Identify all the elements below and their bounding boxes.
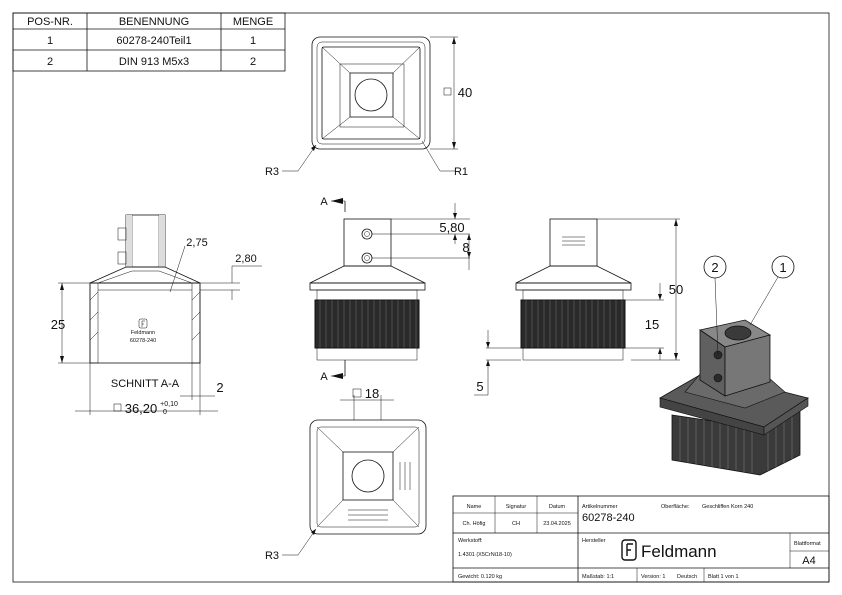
title-block: Name Signatur Datum Ch. Höfig CH 23.04.2…: [452, 495, 830, 583]
isometric-view: 2 1: [658, 255, 809, 476]
section-label: SCHNITT A-A: [111, 378, 180, 390]
dim-height-50: 50: [669, 282, 683, 297]
tb-date-label: Datum: [549, 504, 566, 510]
front-view: A A: [309, 196, 471, 383]
tb-brand: Feldmann: [641, 542, 717, 561]
tb-author: Ch. Höfig: [463, 521, 486, 527]
bom-row-1-pos: 1: [47, 35, 53, 47]
tb-signature-label: Signatur: [506, 504, 527, 510]
tb-surface-value: Geschliffen Korn 240: [702, 504, 753, 510]
tb-surface-label: Oberfläche:: [661, 504, 690, 510]
feldmann-mark-icon: [138, 318, 148, 329]
part-marking-number: 60278-240: [130, 338, 156, 344]
bom-header-qty: MENGE: [233, 16, 273, 28]
bom-row-2-pos: 2: [47, 56, 53, 68]
tb-version: Version: 1: [641, 574, 665, 580]
dim-hole-8: 8: [462, 240, 469, 255]
feldmann-logo-icon: [621, 539, 637, 561]
tb-signature: CH: [512, 521, 520, 527]
bom-row-2-name: DIN 913 M5x3: [119, 56, 189, 68]
tb-article-label: Artikelnummer: [582, 504, 618, 510]
section-view-a-a: Feldmann 60278-240 2,75 2,80 25 SCHNITT …: [51, 214, 262, 416]
bom-row-1-qty: 1: [250, 35, 256, 47]
tb-weight: Gewicht: 0.120 kg: [458, 574, 502, 580]
tb-sheet-format-label: Blattformat: [794, 541, 821, 547]
drawing-frame: [12, 12, 830, 583]
dim-hole-5-80: 5,80: [439, 220, 464, 235]
tb-material-label: Werkstoff:: [458, 538, 483, 544]
tb-name-label: Name: [467, 504, 482, 510]
balloon-2: 2: [711, 260, 718, 275]
dim-wall-2-75: 2,75: [186, 237, 207, 249]
tb-language: Deutsch: [677, 574, 697, 580]
dim-offset-2-80: 2,80: [235, 253, 256, 265]
dim-wall-2: 2: [216, 380, 223, 395]
dim-height-25: 25: [51, 317, 65, 332]
dim-radius-r1: R1: [454, 166, 468, 178]
bom-row-2-qty: 2: [250, 56, 256, 68]
bom-header-name: BENENNUNG: [119, 16, 189, 28]
tb-material-value: 1.4301 (X5CrNi18-10): [458, 552, 512, 558]
dim-height-15: 15: [645, 317, 659, 332]
dim-outer-36-20: 36,20: [125, 401, 158, 416]
bottom-view: 18 R3: [265, 386, 427, 562]
dim-square-18: 18: [365, 386, 379, 401]
tb-scale: Maßstab: 1:1: [582, 574, 614, 580]
balloon-1: 1: [779, 260, 786, 275]
side-view: 50 15 5: [474, 218, 683, 396]
dim-tolerance-upper: +0,10: [160, 401, 178, 408]
part-marking-brand: Feldmann: [131, 330, 155, 336]
dim-radius-r3-bottom: R3: [265, 550, 279, 562]
dim-height-5: 5: [476, 379, 483, 394]
cut-marker-a-bottom: A: [320, 371, 328, 383]
cut-marker-a-top: A: [320, 196, 328, 208]
rubber-ribs: [319, 300, 417, 348]
tb-manufacturer-label: Hersteller: [582, 538, 606, 544]
tb-sheet: Blatt 1 von 1: [708, 574, 739, 580]
dim-square-40: 40: [458, 85, 472, 100]
parts-list-table: POS-NR. BENENNUNG MENGE 1 60278-240Teil1…: [12, 12, 286, 72]
tb-date: 23.04.2025: [543, 521, 571, 527]
bom-row-1-name: 60278-240Teil1: [116, 35, 191, 47]
dim-radius-r3-top: R3: [265, 166, 279, 178]
bom-header-pos: POS-NR.: [27, 16, 73, 28]
top-view: 40 R3 R1: [265, 36, 472, 178]
rubber-ribs-side: [525, 300, 623, 348]
dim-tolerance-lower: 0: [163, 409, 167, 416]
tb-sheet-format: A4: [802, 555, 815, 567]
tb-article-value: 60278-240: [582, 512, 635, 524]
